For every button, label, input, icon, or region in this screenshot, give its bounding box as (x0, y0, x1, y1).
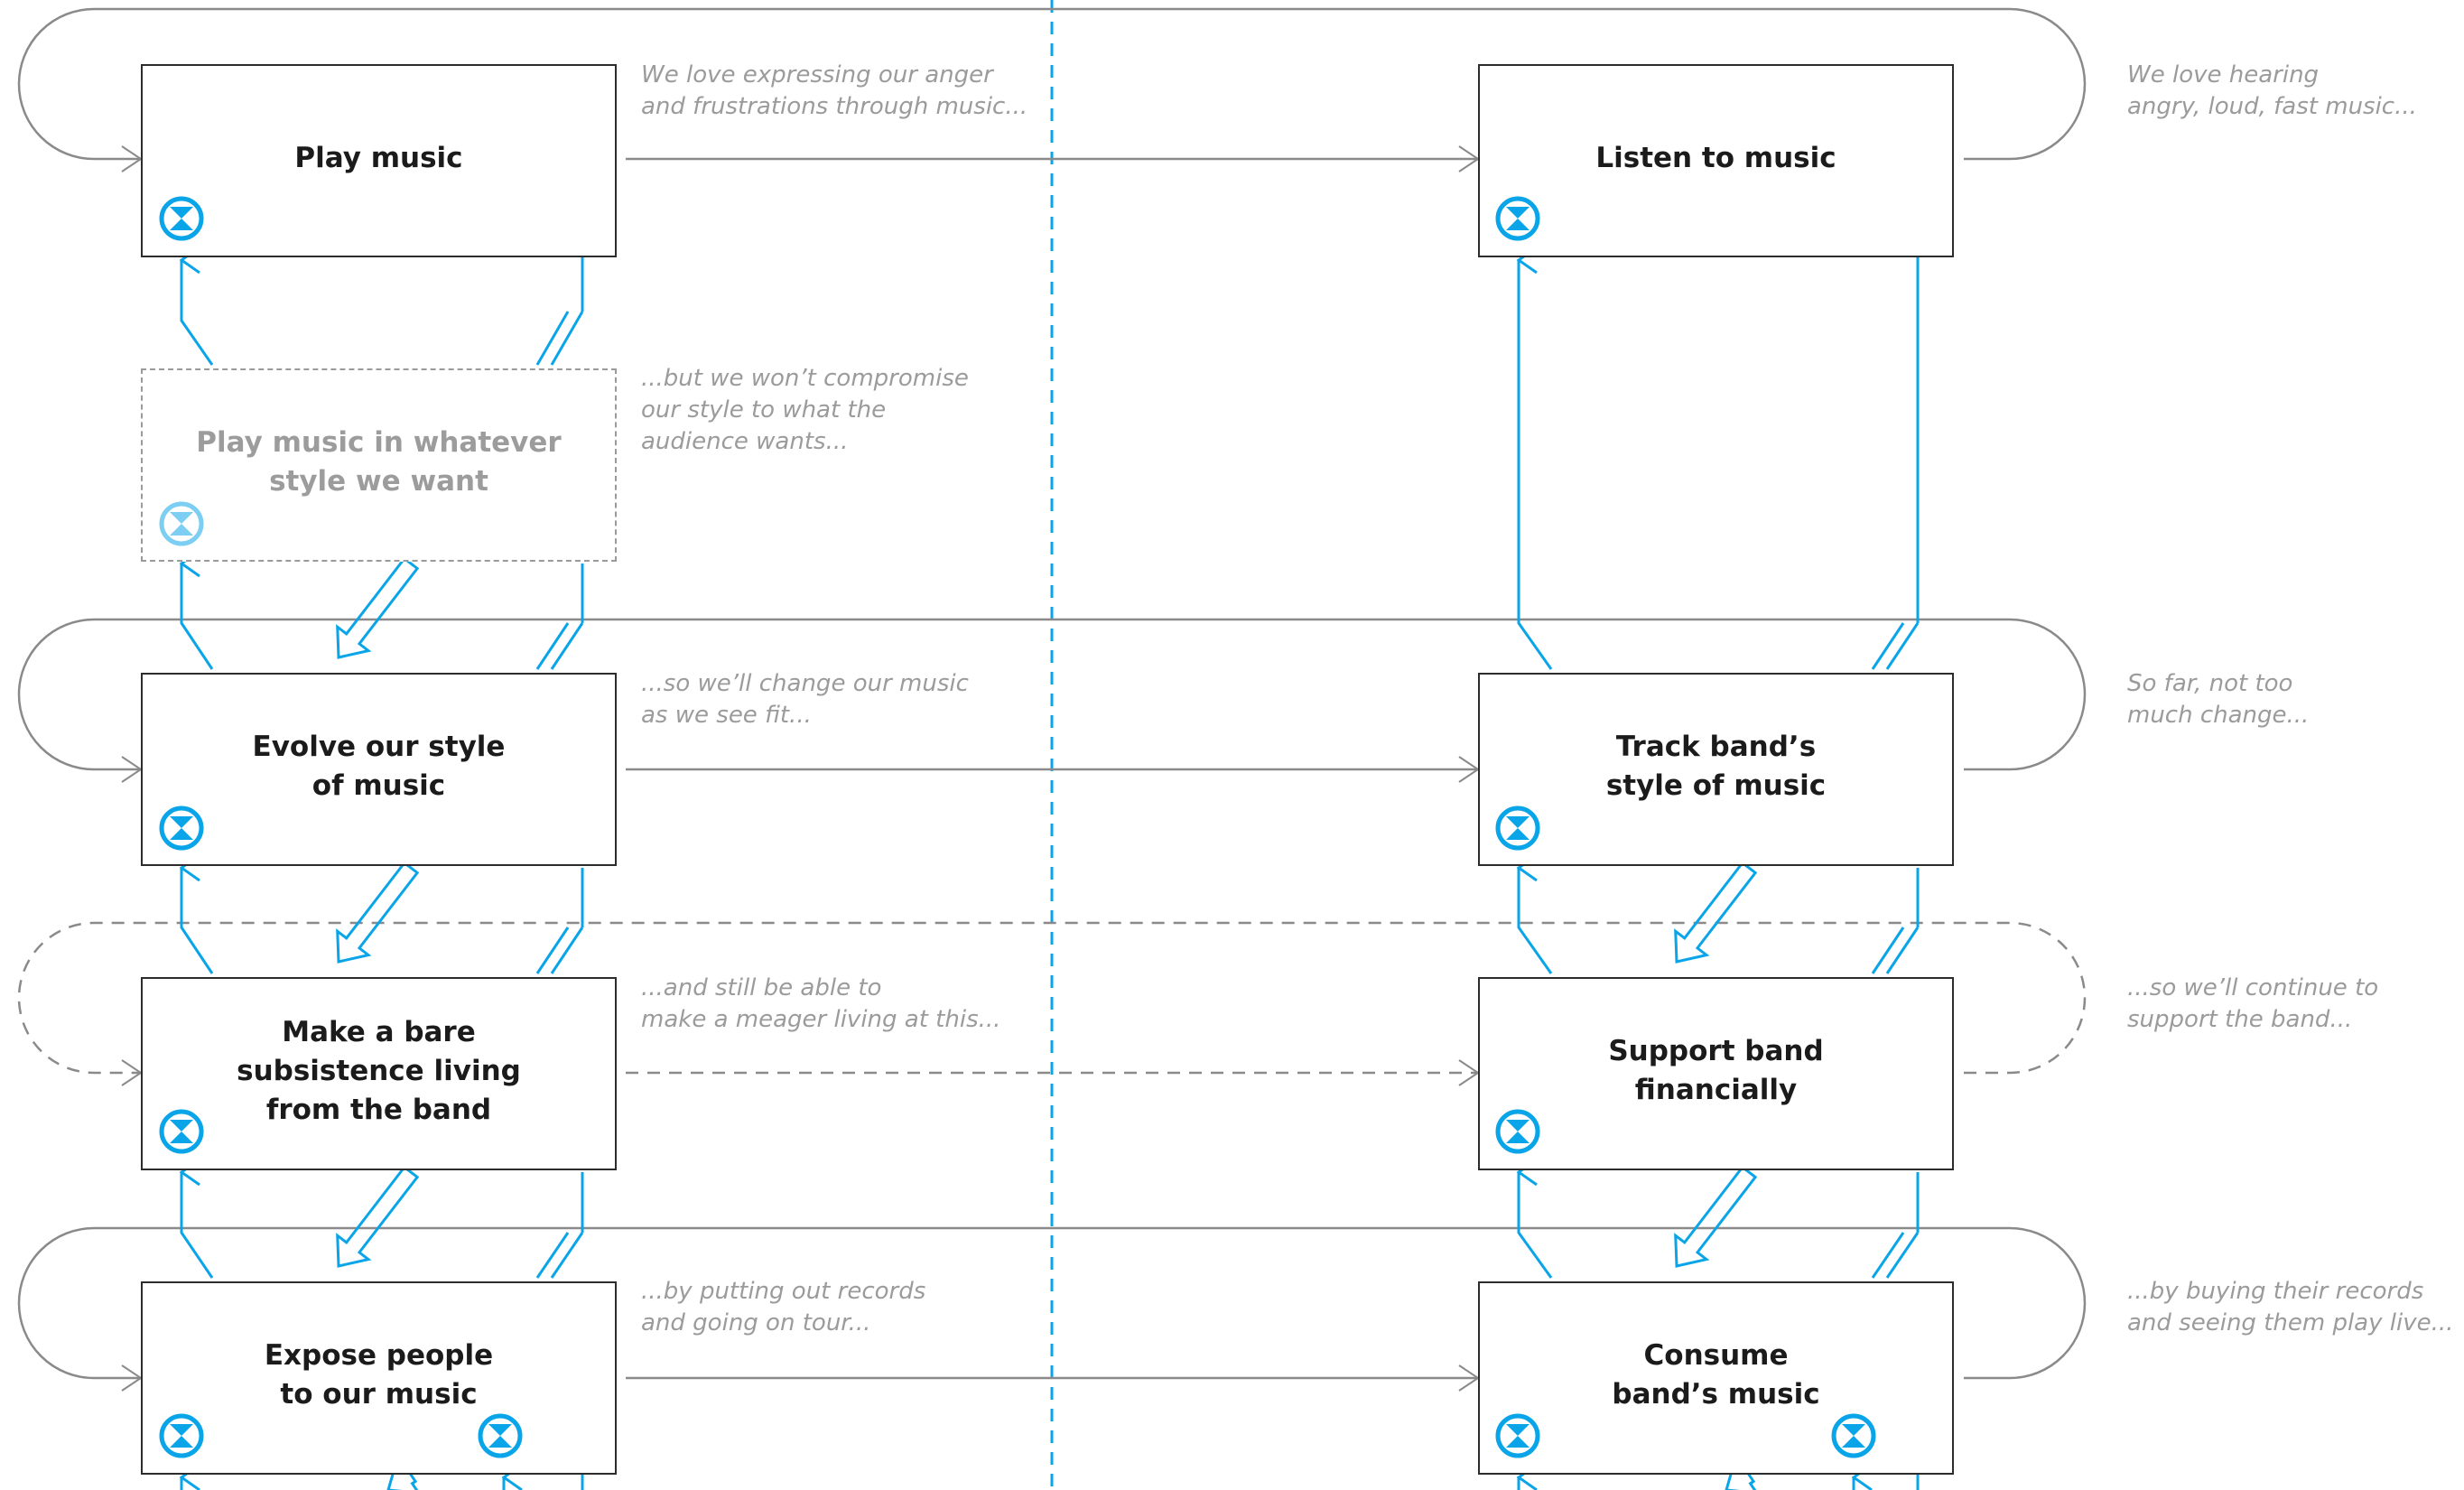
node-label: Make a bare subsistence living from the … (237, 1015, 521, 1126)
hourglass-marker-icon (1495, 196, 1540, 241)
node-label: Consume band’s music (1612, 1339, 1820, 1411)
node-label: Track band’s style of music (1605, 731, 1827, 802)
means-line (1885, 927, 1920, 974)
annotation-band-4: ...and still be able to make a meager li… (641, 974, 1001, 1033)
means-line (550, 927, 584, 974)
annotation-band-2: ...but we won’t compromise our style to … (641, 365, 969, 455)
hourglass-marker-icon (159, 806, 204, 851)
annotation-audience-4: ...by buying their records and seeing th… (2127, 1278, 2454, 1336)
annotation-band-1: We love expressing our anger and frustra… (641, 61, 1028, 120)
feedback-loop-row1 (17, 7, 2087, 172)
means-line (1871, 927, 1905, 974)
node-play-whatever-style: Play music in whatever style we want (141, 368, 617, 562)
node-label: Play music (294, 141, 463, 174)
ends-arrow (336, 1165, 420, 1268)
hourglass-marker-icon (1831, 1413, 1876, 1458)
ends-arrow (1674, 861, 1758, 964)
node-listen-to-music: Listen to music (1478, 64, 1954, 257)
annotation-audience-1: We love hearing angry, loud, fast music.… (2127, 61, 2417, 120)
means-line (1871, 622, 1905, 670)
means-line (535, 622, 570, 670)
node-label: Expose people to our music (264, 1339, 494, 1411)
feedback-loop-row4 (17, 921, 2087, 1086)
node-consume-music: Consume band’s music (1478, 1281, 1954, 1475)
node-evolve-style: Evolve our style of music (141, 673, 617, 866)
ends-arrow (336, 556, 420, 659)
node-label: Evolve our style of music (252, 731, 506, 802)
means-line (550, 311, 584, 366)
means-arrow (181, 868, 214, 974)
means-arrow (1519, 1172, 1553, 1279)
means-arrow (181, 563, 214, 670)
ends-arrow (1674, 1165, 1758, 1268)
means-line (535, 1232, 570, 1279)
means-arrow (181, 1172, 214, 1279)
hourglass-marker-icon (159, 1413, 204, 1458)
ends-arrow (336, 861, 420, 964)
means-line (535, 927, 570, 974)
node-track-style: Track band’s style of music (1478, 673, 1954, 866)
node-label: Play music in whatever style we want (196, 426, 562, 498)
means-line (550, 1232, 584, 1279)
means-line (1885, 622, 1920, 670)
hourglass-marker-icon (478, 1413, 523, 1458)
means-arrow (1519, 260, 1553, 670)
hourglass-marker-icon (159, 501, 204, 546)
feedback-loop-row5 (17, 1226, 2087, 1392)
means-line (535, 311, 570, 366)
means-line (550, 622, 584, 670)
hourglass-marker-icon (159, 196, 204, 241)
node-play-music: Play music (141, 64, 617, 257)
node-expose-people: Expose people to our music (141, 1281, 617, 1475)
node-subsistence-living: Make a bare subsistence living from the … (141, 977, 617, 1170)
feedback-loop-row3 (17, 618, 2087, 783)
annotation-band-3: ...so we’ll change our music as we see f… (641, 670, 969, 729)
hourglass-marker-icon (1495, 1109, 1540, 1154)
node-label: Listen to music (1595, 141, 1836, 174)
means-line (1885, 1232, 1920, 1279)
annotation-band-5: ...by putting out records and going on t… (641, 1278, 926, 1336)
hourglass-marker-icon (1495, 1413, 1540, 1458)
annotation-audience-3: ...so we’ll continue to support the band… (2127, 974, 2379, 1033)
hourglass-marker-icon (1495, 806, 1540, 851)
means-line (1871, 1232, 1905, 1279)
annotation-audience-2: So far, not too much change... (2127, 670, 2310, 729)
means-arrow (1519, 868, 1553, 974)
node-label: Support band financially (1608, 1035, 1824, 1106)
hourglass-marker-icon (159, 1109, 204, 1154)
means-arrow (181, 260, 214, 366)
node-support-financially: Support band financially (1478, 977, 1954, 1170)
